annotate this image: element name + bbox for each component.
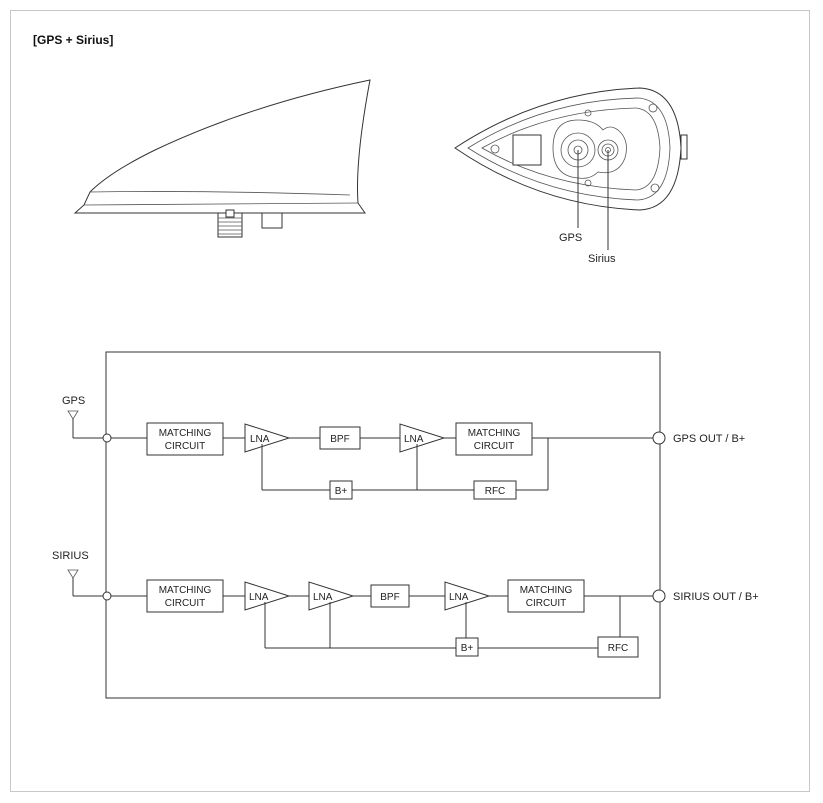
sirius-matching-in-line1: MATCHING: [159, 585, 212, 596]
sirius-bplus-block: [455, 637, 479, 657]
gps-rfc-label: RFC: [485, 486, 506, 497]
gps-output-label: GPS OUT / B+: [673, 433, 745, 445]
gps-matching-out-line2: CIRCUIT: [474, 441, 515, 452]
gps-lna1-block: [244, 423, 291, 453]
gps-matching-in-line2: CIRCUIT: [165, 441, 206, 452]
gps-callout-label: GPS: [559, 232, 582, 244]
antenna-bottom-view: [454, 87, 688, 250]
gps-antenna-icon: [67, 410, 79, 420]
gps-input-label: GPS: [62, 395, 85, 407]
sirius-matching-in-block: [146, 579, 224, 613]
gps-input-port: [102, 433, 112, 443]
mounting-tab: [261, 212, 283, 229]
gps-matching-out-block: [455, 422, 533, 456]
sirius-output-label: SIRIUS OUT / B+: [673, 591, 759, 603]
gps-matching-out-line1: MATCHING: [468, 428, 521, 439]
sirius-lna3-label: LNA: [449, 592, 469, 603]
sirius-output-port: [652, 589, 666, 603]
sirius-input-label: SIRIUS: [52, 550, 89, 562]
gps-output-port: [652, 431, 666, 445]
gps-lna2-label: LNA: [404, 434, 424, 445]
gps-bpf-label: BPF: [330, 434, 349, 445]
sirius-callout-label: Sirius: [588, 253, 616, 265]
sirius-bplus-label: B+: [461, 643, 474, 654]
sirius-input-port: [102, 591, 112, 601]
gps-lna1-label: LNA: [250, 434, 270, 445]
gps-matching-in-block: [146, 422, 224, 456]
block-diagram-frame: [105, 351, 661, 699]
sirius-lna1-block: [244, 581, 291, 611]
page-title: [GPS + Sirius]: [33, 33, 114, 47]
gps-lna2-block: [399, 423, 446, 453]
sirius-lna2-label: LNA: [313, 592, 333, 603]
sirius-antenna-icon: [67, 569, 79, 579]
antenna-side-view: [73, 79, 371, 238]
sirius-lna1-label: LNA: [249, 592, 269, 603]
page-border: [10, 10, 810, 792]
sirius-matching-out-line2: CIRCUIT: [526, 598, 567, 609]
sirius-rfc-block: [597, 636, 639, 658]
sirius-matching-out-line1: MATCHING: [520, 585, 573, 596]
gps-matching-in-line1: MATCHING: [159, 428, 212, 439]
sirius-lna3-block: [444, 581, 491, 611]
sirius-bpf-label: BPF: [380, 592, 399, 603]
sirius-lna2-block: [308, 581, 355, 611]
sirius-rfc-label: RFC: [608, 643, 629, 654]
sirius-matching-in-line2: CIRCUIT: [165, 598, 206, 609]
gps-bplus-label: B+: [335, 486, 348, 497]
